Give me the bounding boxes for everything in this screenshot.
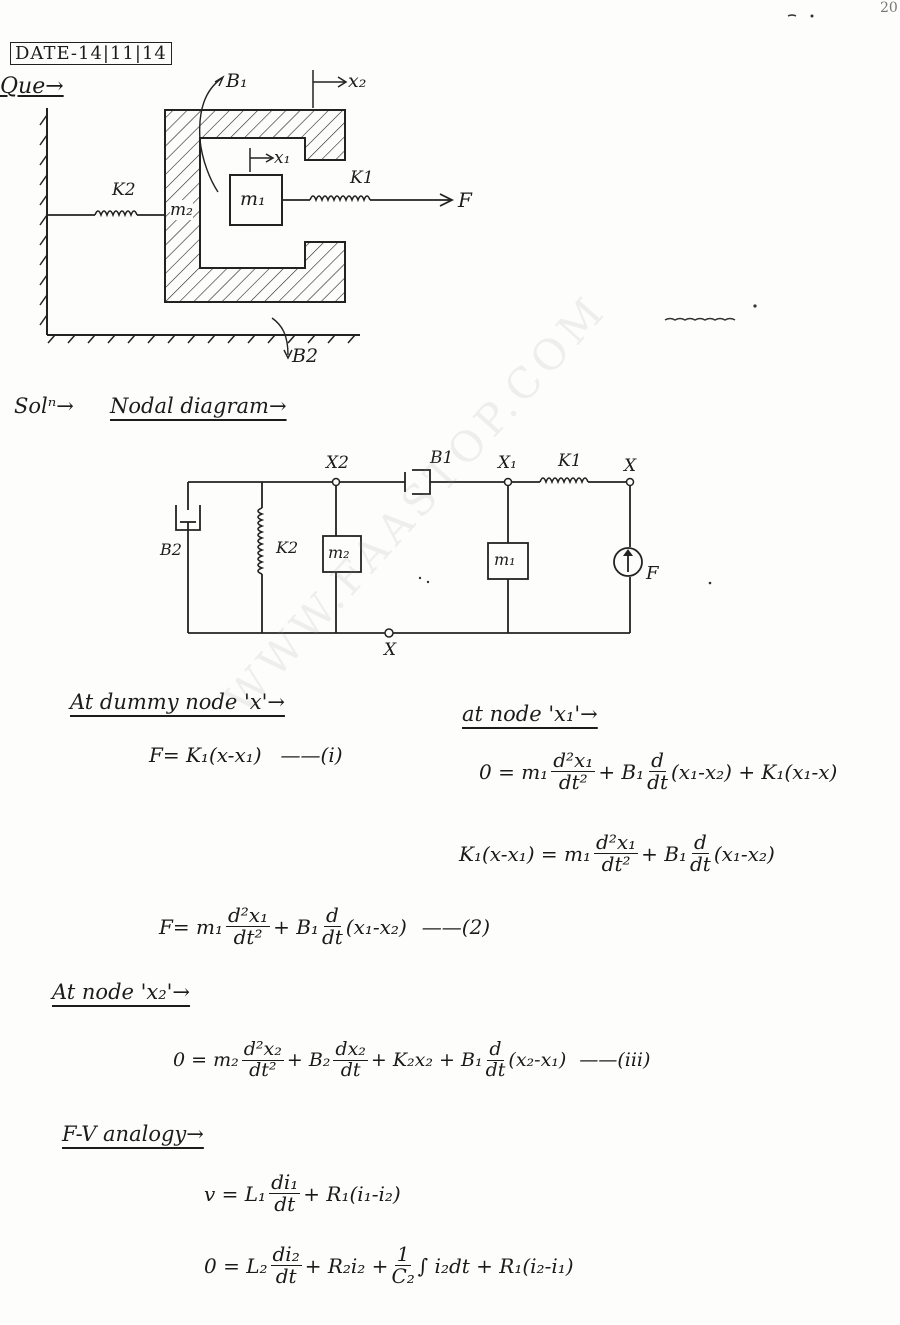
eqa-frac2-den: dt xyxy=(647,770,668,794)
fig-label-f: F xyxy=(458,188,472,212)
fig-label-b1: B₁ xyxy=(226,70,248,92)
fv2-frac1-den: dt xyxy=(275,1264,297,1288)
eq3-mid1: + B₂ xyxy=(286,1049,331,1072)
fv2-rhs: ∫ i₂dt + R₁(i₂-i₁) xyxy=(417,1253,574,1278)
eq2-frac2-num: d xyxy=(323,903,341,927)
nodal-label-x: X xyxy=(624,456,637,476)
node-x2-heading: At node 'x₂'→ xyxy=(52,980,191,1004)
solution-heading: Solⁿ→ xyxy=(14,394,74,418)
nodal-label-x2: X2 xyxy=(326,453,349,473)
equation-2: F= m₁ d²x₁ dt² + B₁ d dt (x₁-x₂) ——(2) xyxy=(158,905,491,948)
eqb-frac1-den: dt² xyxy=(601,852,631,876)
equation-1: F= K₁(x-x₁) ——(i) xyxy=(148,743,344,767)
eq2-rhs: (x₁-x₂) xyxy=(345,914,407,939)
nodal-label-k2: K2 xyxy=(276,538,299,557)
eq1-lhs: F= K₁(x-x₁) xyxy=(149,743,262,767)
eqb-rhs: (x₁-x₂) xyxy=(713,841,775,866)
fig-label-m1: m₁ xyxy=(240,188,266,210)
question-label: Que→ xyxy=(0,74,64,99)
nodal-label-x1: X₁ xyxy=(498,453,517,473)
fig-label-b2: B2 xyxy=(292,345,319,367)
fv2-frac2-den: C₂ xyxy=(391,1264,415,1288)
nodal-label-k1: K1 xyxy=(558,451,582,471)
node-x1-heading: at node 'x₁'→ xyxy=(462,702,598,726)
eq3-frac3-den: dt xyxy=(485,1058,506,1081)
eq2-frac1: d²x₁ dt² xyxy=(225,905,271,948)
nodal-label-b1: B1 xyxy=(430,448,454,468)
date-box: DATE-14|11|14 xyxy=(10,42,172,65)
fig-label-x2: x₂ xyxy=(348,70,367,92)
fig-label-m2: m₂ xyxy=(170,200,193,220)
eqa-rhs: (x₁-x₂) + K₁(x₁-x) xyxy=(671,759,838,784)
fv2-frac2: 1 C₂ xyxy=(390,1244,415,1287)
eqa-frac1: d²x₁ dt² xyxy=(550,750,596,793)
fv1-frac-den: dt xyxy=(274,1192,296,1216)
eq3-rhs: (x₂-x₁) xyxy=(508,1049,567,1072)
eq3-frac3: d dt xyxy=(485,1038,507,1081)
nodal-label-m1: m₁ xyxy=(494,550,516,569)
eq3-mid2: + K₂x₂ + B₁ xyxy=(370,1049,483,1072)
eq3-frac1: d²x₂ dt² xyxy=(241,1038,285,1081)
eq2-tag: ——(2) xyxy=(421,914,491,939)
eq2-frac1-den: dt² xyxy=(233,925,263,949)
eq3-frac2-num: dx₂ xyxy=(333,1038,368,1061)
nodal-label-b2: B2 xyxy=(160,540,182,559)
equation-node-x1-a: 0 = m₁ d²x₁ dt² + B₁ d dt (x₁-x₂) + K₁(x… xyxy=(478,750,838,793)
nodal-label-ground-x: X xyxy=(384,640,397,660)
fv2-frac1: di₂ dt xyxy=(270,1244,303,1287)
eq3-frac2-den: dt xyxy=(340,1058,361,1081)
fv-analogy-heading: F-V analogy→ xyxy=(62,1122,204,1146)
eqa-lhs: 0 = m₁ xyxy=(479,759,549,784)
eq3-lhs: 0 = m₂ xyxy=(173,1049,239,1072)
nodal-diagram xyxy=(175,469,712,638)
eqa-frac1-num: d²x₁ xyxy=(551,748,596,772)
fv2-lhs: 0 = L₂ xyxy=(204,1253,268,1278)
fv1-rhs: + R₁(i₁-i₂) xyxy=(303,1181,401,1206)
eq3-tag: ——(iii) xyxy=(579,1049,651,1072)
fv2-frac1-num: di₂ xyxy=(270,1242,302,1266)
dummy-node-heading: At dummy node 'x'→ xyxy=(70,690,285,714)
fv1-frac: di₁ dt xyxy=(268,1172,301,1215)
eq2-frac1-num: d²x₁ xyxy=(225,903,271,927)
fv2-frac2-num: 1 xyxy=(394,1242,412,1266)
eqb-frac2-num: d xyxy=(692,830,709,854)
eqb-mid: + B₁ xyxy=(641,841,687,866)
nodal-label-f: F xyxy=(646,563,659,584)
equation-3: 0 = m₂ d²x₂ dt² + B₂ dx₂ dt + K₂x₂ + B₁ … xyxy=(172,1038,651,1081)
eq3-frac2: dx₂ dt xyxy=(332,1038,369,1081)
fig-label-k2: K2 xyxy=(112,180,136,200)
eqa-frac2: d dt xyxy=(646,750,669,793)
fv2-mid: + R₂i₂ + xyxy=(304,1253,389,1278)
eq3-frac1-den: dt² xyxy=(249,1058,277,1081)
nodal-label-m2: m₂ xyxy=(328,543,350,562)
eq1-tag: ——(i) xyxy=(280,743,343,767)
eq2-frac2: d dt xyxy=(321,905,344,948)
eq2-lhs: F= m₁ xyxy=(159,914,223,939)
eq3-frac3-num: d xyxy=(487,1038,504,1061)
fig-label-x1: x₁ xyxy=(274,148,291,168)
page-number: 20 xyxy=(880,0,898,16)
fv1-frac-num: di₁ xyxy=(269,1170,301,1194)
eqb-frac1: d²x₁ dt² xyxy=(593,832,639,875)
eq2-frac2-den: dt xyxy=(321,925,343,949)
equation-fv-2: 0 = L₂ di₂ dt + R₂i₂ + 1 C₂ ∫ i₂dt + R₁(… xyxy=(203,1244,575,1287)
eqb-frac1-num: d²x₁ xyxy=(594,830,639,854)
eqb-lhs: K₁(x-x₁) = m₁ xyxy=(459,841,592,866)
fig-label-k1: K1 xyxy=(350,168,374,188)
eq3-frac1-num: d²x₂ xyxy=(241,1038,284,1061)
mechanical-figure xyxy=(39,70,455,360)
equation-fv-1: v = L₁ di₁ dt + R₁(i₁-i₂) xyxy=(203,1172,402,1215)
fv1-lhs: v = L₁ xyxy=(204,1181,267,1206)
eqa-mid: + B₁ xyxy=(598,759,645,784)
nodal-diagram-heading: Nodal diagram→ xyxy=(110,394,287,418)
eqa-frac2-num: d xyxy=(649,748,666,772)
eqb-frac2-den: dt xyxy=(689,852,711,876)
eqa-frac1-den: dt² xyxy=(558,770,588,794)
eq2-mid: + B₁ xyxy=(273,914,319,939)
equation-node-x1-b: K₁(x-x₁) = m₁ d²x₁ dt² + B₁ d dt (x₁-x₂) xyxy=(458,832,776,875)
eqb-frac2: d dt xyxy=(689,832,712,875)
